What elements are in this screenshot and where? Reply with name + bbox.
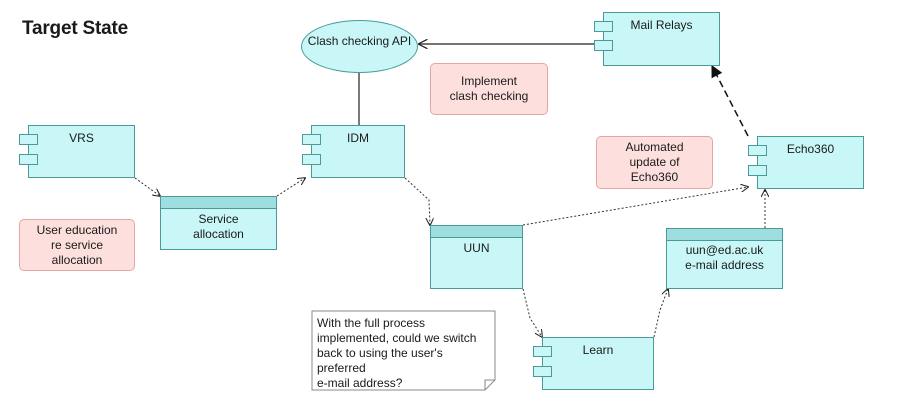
uun-header-band — [431, 226, 522, 238]
note-line: Implement — [460, 74, 518, 88]
learn-port-icon — [533, 366, 552, 377]
connector-idm-uun — [404, 177, 430, 225]
comment-line: back to using the user's preferred — [317, 346, 443, 375]
service-allocation-node[interactable]: Service allocation — [160, 196, 277, 250]
service-allocation-header-band — [161, 197, 276, 209]
email-address-node[interactable]: uun@ed.ac.uk e-mail address — [666, 228, 783, 289]
comment-box-fold — [484, 379, 495, 390]
service-allocation-label-line2: allocation — [193, 227, 244, 241]
note-line: update of — [629, 155, 680, 169]
connector-learn-email — [653, 289, 668, 338]
note-line: User education — [36, 222, 118, 237]
idm-port-icon — [302, 154, 321, 165]
clash-checking-api-node[interactable]: Clash checking API — [301, 20, 418, 73]
learn-label: Learn — [582, 343, 614, 357]
note-line: clash checking — [449, 89, 529, 103]
connector-uun-learn — [522, 288, 542, 337]
connector-service-idm — [276, 178, 305, 197]
idm-node[interactable]: IDM — [311, 125, 405, 178]
mail-relays-node[interactable]: Mail Relays — [603, 12, 720, 66]
note-line: allocation — [51, 252, 103, 267]
comment-line: implemented, could we switch — [317, 331, 477, 345]
vrs-port-icon — [19, 154, 38, 165]
email-address-label-line2: e-mail address — [685, 258, 764, 272]
note-line: re service — [50, 237, 103, 252]
mail-relays-port-icon — [594, 21, 613, 32]
note-line: Echo360 — [630, 170, 679, 184]
connector-uun-echo360 — [522, 187, 748, 226]
idm-port-icon — [302, 134, 321, 145]
note-line: Automated — [625, 140, 684, 154]
email-address-label-line1: uun@ed.ac.uk — [685, 243, 764, 257]
echo360-port-icon — [748, 165, 767, 176]
vrs-label: VRS — [69, 131, 94, 145]
comment-text: With the full process implemented, could… — [317, 316, 489, 391]
echo360-label: Echo360 — [786, 142, 835, 156]
email-address-header-band — [667, 229, 782, 241]
echo360-port-icon — [748, 145, 767, 156]
mail-relays-port-icon — [594, 40, 613, 51]
echo360-node[interactable]: Echo360 — [757, 136, 864, 189]
uun-label: UUN — [463, 241, 490, 255]
uun-node[interactable]: UUN — [430, 225, 523, 289]
idm-label: IDM — [347, 131, 369, 145]
connector-vrs-service — [134, 177, 160, 196]
comment-line: With the full process — [317, 316, 426, 330]
learn-port-icon — [533, 346, 552, 357]
vrs-port-icon — [19, 134, 38, 145]
note-automated-update-echo360[interactable]: Automated update of Echo360 — [596, 136, 713, 189]
comment-box-outline — [311, 310, 496, 391]
learn-node[interactable]: Learn — [542, 337, 654, 390]
page-title: Target State — [22, 18, 128, 39]
note-implement-clash-checking[interactable]: Implement clash checking — [430, 63, 548, 115]
mail-relays-label: Mail Relays — [630, 18, 693, 32]
vrs-node[interactable]: VRS — [28, 125, 135, 178]
note-user-education[interactable]: User education re service allocation — [19, 219, 135, 271]
comment-line: e-mail address? — [317, 376, 403, 390]
connector-echo360-mailrelays — [711, 64, 749, 137]
service-allocation-label-line1: Service — [198, 212, 239, 226]
